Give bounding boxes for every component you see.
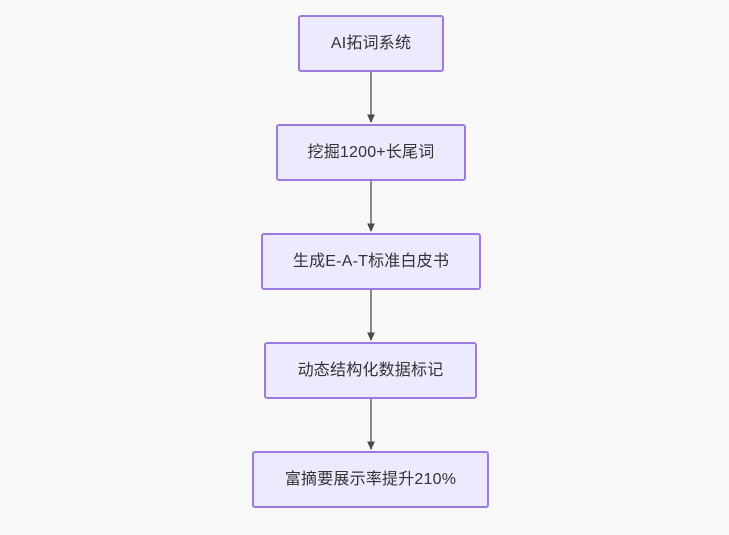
flow-node-label: 生成E-A-T标准白皮书 bbox=[292, 252, 450, 270]
flow-node-generate-eat-whitepaper[interactable]: 生成E-A-T标准白皮书 bbox=[261, 233, 481, 290]
flow-node-label: 富摘要展示率提升210% bbox=[284, 470, 457, 488]
flow-node-label: AI拓词系统 bbox=[330, 34, 412, 52]
flow-node-ai-keyword-system[interactable]: AI拓词系统 bbox=[298, 15, 444, 72]
flow-node-dynamic-structured-data-markup[interactable]: 动态结构化数据标记 bbox=[264, 342, 477, 399]
flow-node-label: 挖掘1200+长尾词 bbox=[307, 143, 435, 161]
flow-node-mine-longtail-keywords[interactable]: 挖掘1200+长尾词 bbox=[276, 124, 466, 181]
flow-node-label: 动态结构化数据标记 bbox=[297, 361, 444, 379]
flow-node-rich-snippet-impression-uplift[interactable]: 富摘要展示率提升210% bbox=[252, 451, 489, 508]
